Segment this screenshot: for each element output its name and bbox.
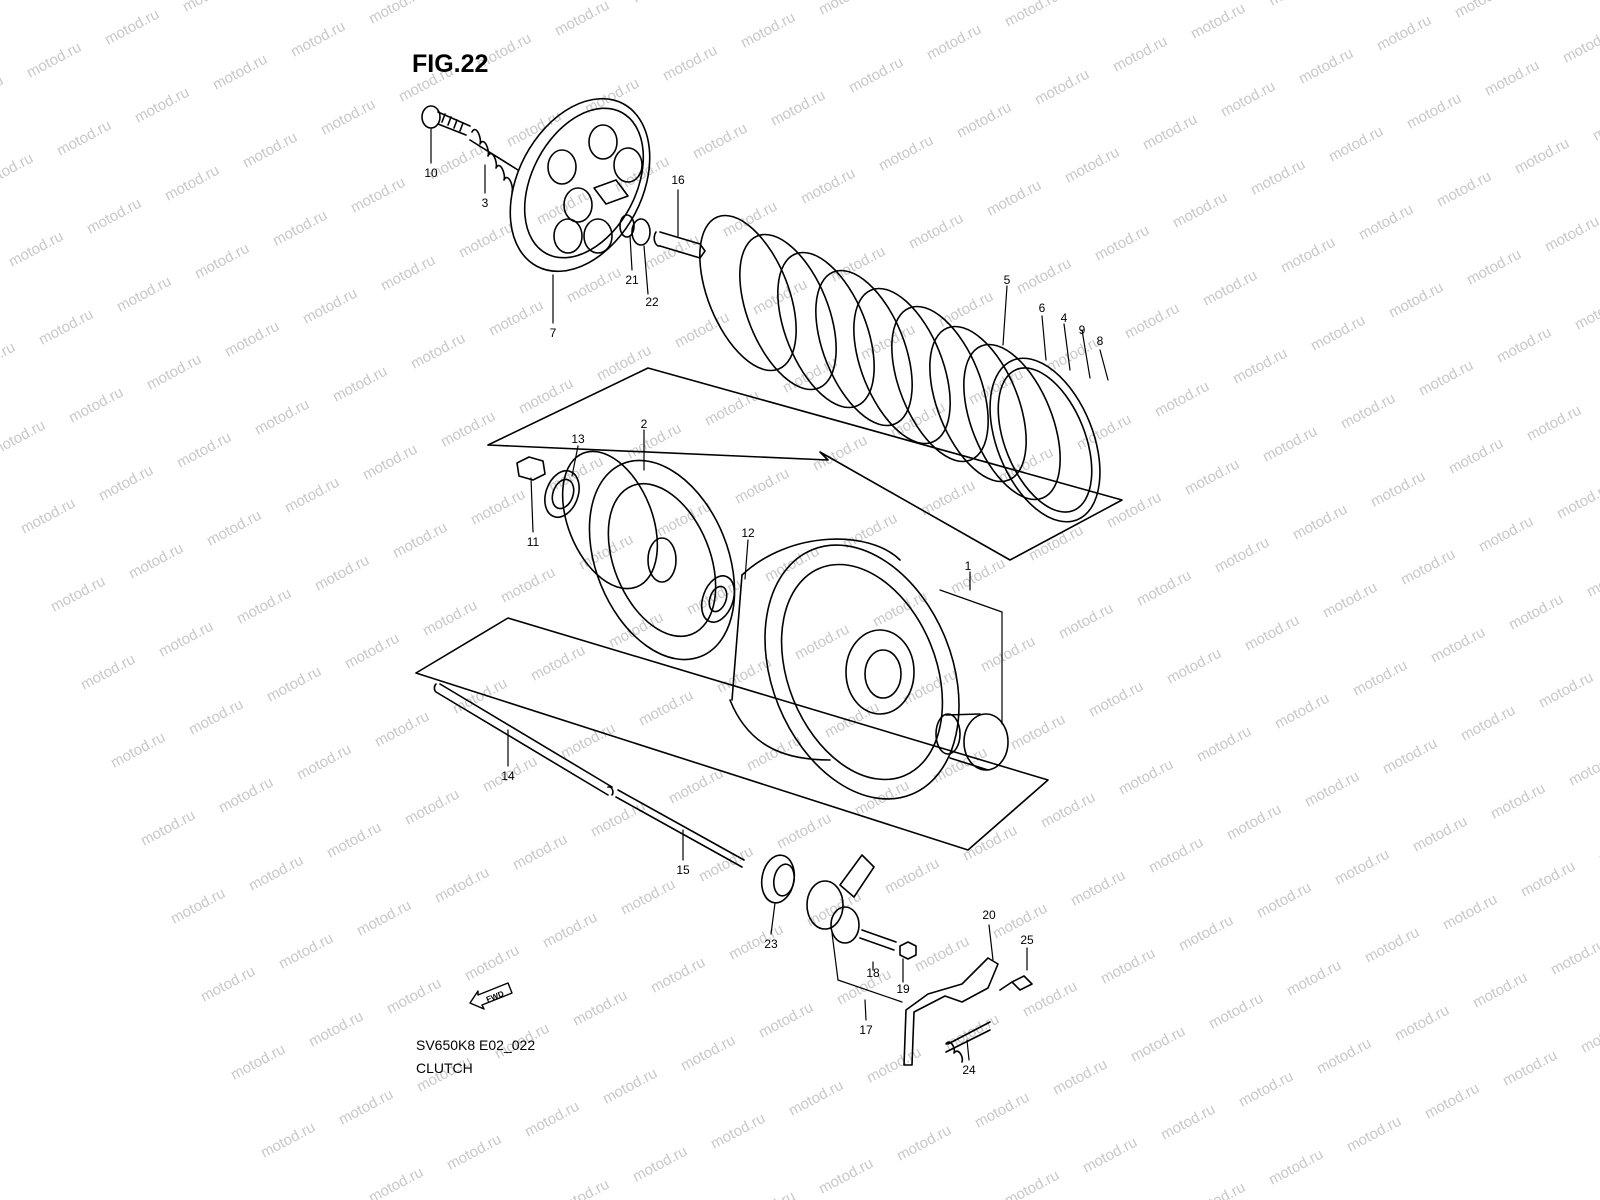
fwd-arrow: FWD: [469, 982, 513, 1010]
callout-20: 20: [982, 908, 996, 922]
callout-22: 22: [645, 295, 659, 309]
callout-1: 1: [965, 559, 972, 573]
callout-11: 11: [527, 535, 540, 549]
housing-group-outline: [415, 617, 1049, 851]
nut-part-19: [899, 941, 917, 960]
callout-8: 8: [1097, 334, 1104, 348]
callout-19: 19: [896, 982, 910, 996]
callout-6: 6: [1039, 301, 1046, 315]
clutch-sleeve-hub-part-2: [561, 450, 736, 661]
pushrod-piece-part-16: [653, 231, 706, 259]
callout-10: 10: [424, 166, 438, 180]
bearing-part-22: [631, 218, 651, 246]
callout-3: 3: [482, 196, 489, 210]
callout-14: 14: [501, 769, 515, 783]
bolt-part-25: [999, 975, 1033, 991]
spring-ring-part-8: [989, 357, 1101, 523]
pressure-plate-part-7: [509, 97, 651, 273]
callout-15: 15: [676, 863, 690, 877]
callout-13: 13: [571, 432, 585, 446]
callout-2: 2: [641, 417, 648, 431]
clutch-plate-stack: [699, 214, 1061, 501]
bolt-part-18: [859, 929, 897, 951]
washer-part-21: [619, 214, 635, 238]
primary-driven-gear-part-1: [729, 538, 960, 800]
spring-part-24: [945, 1021, 991, 1063]
callout-24: 24: [962, 1063, 976, 1077]
oil-seal-part-23: [760, 854, 796, 904]
callout-21: 21: [625, 273, 639, 287]
footer-section-name: CLUTCH: [416, 1060, 473, 1076]
lock-washer-part-13: [544, 469, 580, 519]
push-rod-part-15: [615, 789, 745, 868]
nut-part-11: [516, 456, 546, 481]
callout-9: 9: [1079, 323, 1086, 337]
leader-lines: [430, 128, 1109, 1061]
callout-23: 23: [764, 937, 778, 951]
figure-title: FIG.22: [412, 50, 489, 78]
callout-17: 17: [859, 1023, 873, 1037]
callout-4: 4: [1061, 311, 1068, 325]
callout-5: 5: [1004, 273, 1011, 287]
release-camshaft-part-17: [806, 854, 875, 944]
bolt-part-10: [421, 105, 471, 136]
push-rod-part-14: [433, 683, 614, 796]
callout-7: 7: [550, 326, 557, 340]
callout-18: 18: [866, 966, 880, 980]
callout-16: 16: [671, 173, 685, 187]
plate-group-outline: [487, 367, 1123, 561]
callout-labels: 1 2 3 4 5 6 7 8 9 10 11 12 13 14 15 16 1…: [424, 166, 1103, 1077]
spring-part-3: [469, 128, 519, 193]
callout-25: 25: [1020, 933, 1034, 947]
spacer-sleeve: [935, 713, 1009, 771]
thrust-washer-part-12: [700, 575, 736, 623]
bracket-part-20: [903, 957, 999, 1066]
footer-diagram-code: SV650K8 E02_022: [416, 1037, 536, 1053]
callout-12: 12: [741, 526, 755, 540]
